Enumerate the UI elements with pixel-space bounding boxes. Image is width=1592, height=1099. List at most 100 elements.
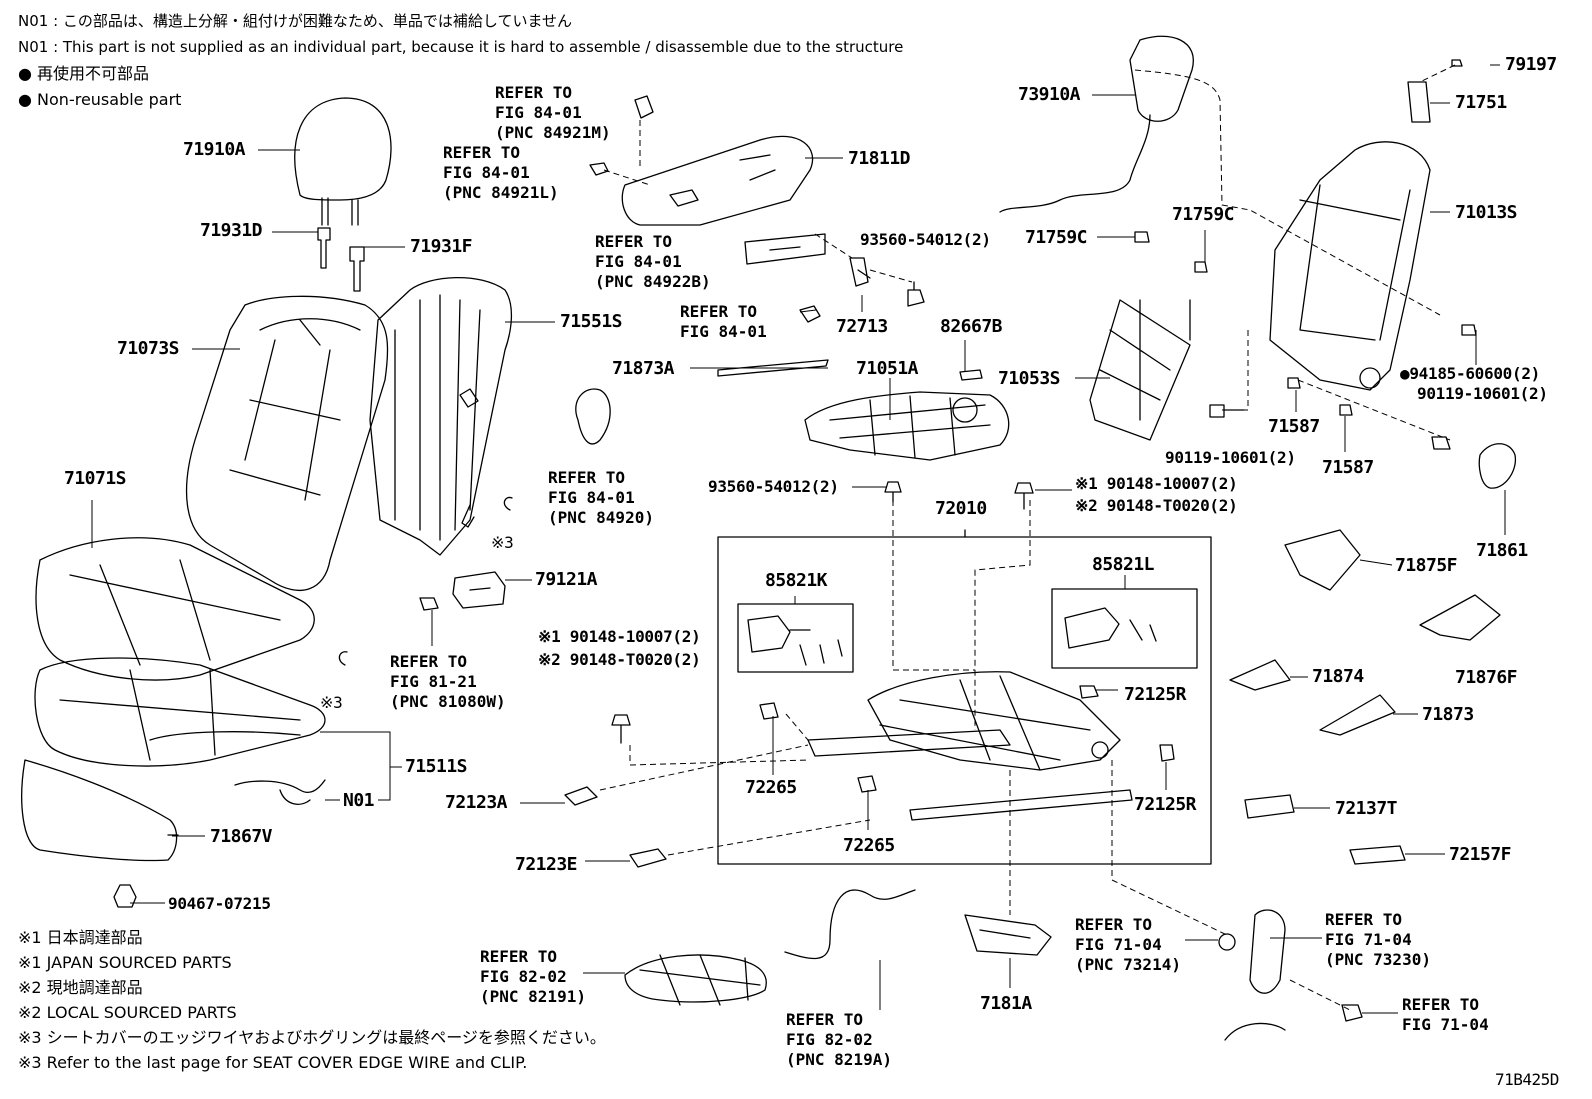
refer-line: (PNC 84922B) bbox=[595, 272, 711, 291]
part-label[interactable]: ※2 90148-T0020(2) bbox=[1075, 496, 1238, 515]
refer-to-block[interactable]: REFER TO FIG 71-04 (PNC 73214) bbox=[1075, 915, 1181, 975]
part-label[interactable]: N01 bbox=[343, 790, 375, 811]
refer-line: REFER TO bbox=[480, 947, 558, 966]
part-label[interactable]: 7181A bbox=[980, 993, 1032, 1014]
nut-7104-drawing bbox=[1341, 1004, 1363, 1022]
part-label[interactable]: 90119-10601(2) bbox=[1417, 384, 1548, 403]
bolt-90119a-drawing bbox=[1209, 404, 1245, 418]
airbag-drawing bbox=[999, 35, 1194, 213]
part-label[interactable]: 72713 bbox=[836, 316, 888, 337]
grommet-73214-drawing bbox=[1218, 933, 1236, 951]
refer-to-block[interactable]: REFER TO FIG 84-01 bbox=[680, 302, 767, 342]
part-label[interactable]: 71551S bbox=[560, 311, 623, 332]
part-label[interactable]: 71811D bbox=[848, 148, 911, 169]
part-label[interactable]: 71759C bbox=[1172, 204, 1235, 225]
part-label[interactable]: 71013S bbox=[1455, 202, 1518, 223]
motor-l-drawing bbox=[1064, 607, 1157, 649]
refer-to-block[interactable]: REFER TO FIG 84-01 (PNC 84922B) bbox=[595, 232, 711, 292]
part-label[interactable]: 71910A bbox=[183, 139, 246, 160]
part-label[interactable]: 72265 bbox=[843, 835, 895, 856]
seat-cushion-pad-drawing bbox=[34, 657, 326, 767]
part-label[interactable]: 72010 bbox=[935, 498, 987, 519]
cover-72137T-drawing bbox=[1244, 794, 1295, 819]
part-label[interactable]: 72125R bbox=[1134, 794, 1197, 815]
n01-harness-drawing bbox=[234, 779, 326, 805]
headrest-drawing bbox=[294, 97, 392, 226]
refer-to-block[interactable]: REFER TO FIG 84-01 (PNC 84921L) bbox=[443, 143, 559, 203]
part-label[interactable]: 90467-07215 bbox=[168, 894, 271, 913]
refer-line: FIG 82-02 bbox=[786, 1030, 873, 1049]
buckle-71751-drawing bbox=[1407, 81, 1431, 123]
refer-to-block[interactable]: REFER TO FIG 82-02 (PNC 8219A) bbox=[786, 1010, 892, 1070]
cover-72157F-drawing bbox=[1349, 845, 1406, 865]
part-label[interactable]: 71051A bbox=[856, 358, 919, 379]
part-label[interactable]: 71053S bbox=[998, 368, 1061, 389]
part-7181A-drawing bbox=[964, 914, 1052, 956]
bracket-71874-drawing bbox=[1229, 659, 1291, 691]
part-label[interactable]: 90119-10601(2) bbox=[1165, 448, 1296, 467]
harness-8219A-drawing bbox=[784, 889, 916, 960]
part-label[interactable]: 71867V bbox=[210, 826, 273, 847]
refer-line: FIG 71-04 bbox=[1325, 930, 1412, 949]
refer-to-block[interactable]: REFER TO FIG 71-04 bbox=[1402, 995, 1489, 1035]
part-label[interactable]: 71073S bbox=[117, 338, 180, 359]
part-label[interactable]: 72125R bbox=[1124, 684, 1187, 705]
part-label[interactable]: ※2 90148-T0020(2) bbox=[538, 650, 701, 669]
part-label[interactable]: ※1 90148-10007(2) bbox=[1075, 474, 1238, 493]
seatback-frame-drawing bbox=[1269, 141, 1431, 391]
part-label[interactable]: 72265 bbox=[745, 777, 797, 798]
part-label[interactable]: 71931F bbox=[410, 236, 473, 257]
seatback-pad-drawing bbox=[369, 276, 513, 556]
seatback-cover-drawing bbox=[186, 295, 389, 591]
refer-to-block[interactable]: REFER TO FIG 84-01 (PNC 84921M) bbox=[495, 83, 611, 143]
part-label[interactable]: ●94185-60600(2) bbox=[1400, 364, 1540, 383]
refer-to-block[interactable]: REFER TO FIG 81-21 (PNC 81080W) bbox=[390, 652, 506, 712]
part-label[interactable]: 73910A bbox=[1018, 84, 1081, 105]
part-label[interactable]: 72157F bbox=[1449, 844, 1512, 865]
part-label[interactable]: 72123A bbox=[445, 792, 508, 813]
part-label[interactable]: 71587 bbox=[1268, 416, 1320, 437]
note-marker: ※3 bbox=[320, 693, 343, 712]
refer-to-block[interactable]: REFER TO FIG 82-02 (PNC 82191) bbox=[480, 947, 586, 1007]
part-label[interactable]: 93560-54012(2) bbox=[708, 477, 839, 496]
part-label[interactable]: 71874 bbox=[1312, 666, 1364, 687]
refer-to-block[interactable]: REFER TO FIG 71-04 (PNC 73230) bbox=[1325, 910, 1431, 970]
part-label[interactable]: 85821K bbox=[765, 570, 828, 591]
part-label[interactable]: 71759C bbox=[1025, 227, 1088, 248]
part-label[interactable]: 71873A bbox=[612, 358, 675, 379]
seat-cushion-cover-drawing bbox=[35, 537, 315, 681]
part-label[interactable]: ※1 90148-10007(2) bbox=[538, 627, 701, 646]
refer-line: REFER TO bbox=[548, 468, 626, 487]
part-label[interactable]: 72137T bbox=[1335, 798, 1398, 819]
bolt-93560b-drawing bbox=[884, 481, 902, 503]
part-label[interactable]: 71751 bbox=[1455, 92, 1507, 113]
part-label[interactable]: 71587 bbox=[1322, 457, 1374, 478]
refer-line: FIG 84-01 bbox=[443, 163, 530, 182]
part-label[interactable]: 72123E bbox=[515, 854, 578, 875]
refer-line: REFER TO bbox=[1325, 910, 1403, 929]
part-label[interactable]: 82667B bbox=[940, 316, 1003, 337]
part-label[interactable]: 79197 bbox=[1505, 54, 1557, 75]
cover-84922B-drawing bbox=[744, 233, 826, 265]
refer-line: (PNC 84921L) bbox=[443, 183, 559, 202]
knob-84920-drawing bbox=[575, 388, 611, 445]
part-label[interactable]: 93560-54012(2) bbox=[860, 230, 991, 249]
part-label[interactable]: 71873 bbox=[1422, 704, 1474, 725]
cover-72123E-drawing bbox=[629, 848, 667, 868]
part-label[interactable]: 85821L bbox=[1092, 554, 1155, 575]
part-label[interactable]: 71876F bbox=[1455, 667, 1518, 688]
note-s2-en: ※2 LOCAL SOURCED PARTS bbox=[18, 1003, 237, 1022]
part-label[interactable]: 71861 bbox=[1476, 540, 1528, 561]
seat-track-drawing bbox=[807, 671, 1133, 821]
refer-line: (PNC 84920) bbox=[548, 508, 654, 527]
part-label[interactable]: 71071S bbox=[64, 468, 127, 489]
part-label[interactable]: 71931D bbox=[200, 220, 263, 241]
refer-line: FIG 84-01 bbox=[495, 103, 582, 122]
motor-box-l bbox=[1051, 588, 1198, 669]
lumbar-support-drawing bbox=[804, 391, 1010, 461]
refer-to-block[interactable]: REFER TO FIG 84-01 (PNC 84920) bbox=[548, 468, 654, 528]
refer-line: FIG 84-01 bbox=[548, 488, 635, 507]
part-label[interactable]: 71875F bbox=[1395, 555, 1458, 576]
part-label[interactable]: 71511S bbox=[405, 756, 468, 777]
part-label[interactable]: 79121A bbox=[535, 569, 598, 590]
